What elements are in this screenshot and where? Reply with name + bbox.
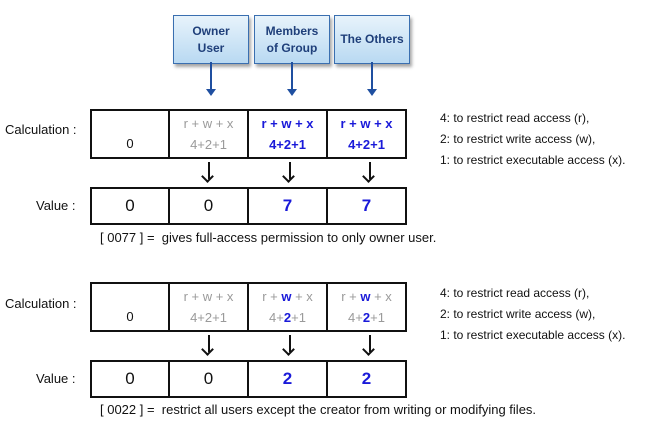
- down-arrow-icon: [289, 335, 291, 352]
- calc-sum: 4+2+1: [269, 310, 306, 325]
- calc-sum: 4+2+1: [269, 137, 306, 152]
- calc-cell-group: r + w + x 4+2+1: [247, 284, 326, 330]
- value-cell-owner: 0: [168, 362, 247, 396]
- calc-expr: r + w + x: [261, 116, 314, 131]
- down-arrow-icon: [208, 162, 210, 179]
- note-exec: 1: to restrict executable access (x).: [440, 328, 626, 342]
- value-row-1: 0 0 7 7: [90, 187, 407, 225]
- the-others-header: The Others: [334, 15, 410, 64]
- write-value: 2: [362, 310, 371, 325]
- calculation-label-2: Calculation :: [5, 296, 77, 311]
- owner-header-line1: Owner: [192, 23, 230, 38]
- calc-cell-others: r + w + x 4+2+1: [326, 111, 405, 157]
- calculation-row-1: 0 r + w + x 4+2+1 r + w + x 4+2+1 r + w …: [90, 109, 407, 159]
- calc-sum: 4+2+1: [348, 137, 385, 152]
- note-read: 4: to restrict read access (r),: [440, 111, 590, 125]
- write-bit: w: [281, 289, 292, 304]
- note-read: 4: to restrict read access (r),: [440, 286, 590, 300]
- calc-expr: r + w + x: [262, 289, 313, 304]
- value-cell-owner: 0: [168, 189, 247, 223]
- down-arrow-icon: [369, 162, 371, 179]
- value-cell-others: 7: [326, 189, 405, 223]
- calc-cell-owner: r + w + x 4+2+1: [168, 284, 247, 330]
- note-write: 2: to restrict write access (w),: [440, 307, 596, 321]
- calc-expr: r + w + x: [341, 289, 392, 304]
- calc-expr: r + w + x: [340, 116, 393, 131]
- value-cell-group: 2: [247, 362, 326, 396]
- note-write: 2: to restrict write access (w),: [440, 132, 596, 146]
- members-of-group-header: Members of Group: [254, 15, 330, 64]
- calc-sum: 4+2+1: [190, 310, 227, 325]
- value-cell-group: 7: [247, 189, 326, 223]
- calculation-row-2: 0 r + w + x 4+2+1 r + w + x 4+2+1 r + w …: [90, 282, 407, 332]
- write-bit: w: [360, 289, 371, 304]
- calc-expr: r + w + x: [183, 116, 234, 131]
- calc-cell-others: r + w + x 4+2+1: [326, 284, 405, 330]
- value-label-1: Value :: [36, 198, 76, 213]
- others-header-arrow: [367, 62, 377, 96]
- group-header-line2: of Group: [266, 40, 318, 55]
- caption-2: [ 0022 ] = restrict all users except the…: [100, 402, 537, 417]
- calc-cell-owner: r + w + x 4+2+1: [168, 111, 247, 157]
- value-cell-special: 0: [125, 369, 135, 388]
- owner-header-line2: User: [197, 40, 225, 55]
- caption-1: [ 0077 ] = gives full-access permission …: [100, 230, 437, 245]
- value-row-2: 0 0 2 2: [90, 360, 407, 398]
- value-label-2: Value :: [36, 371, 76, 386]
- calc-cell-special: 0: [92, 284, 168, 330]
- calc-expr: r + w + x: [183, 289, 234, 304]
- calc-zero: 0: [126, 309, 134, 324]
- owner-header-arrow: [206, 62, 216, 96]
- value-cell-others: 2: [326, 362, 405, 396]
- calc-cell-special: 0: [92, 111, 168, 157]
- note-exec: 1: to restrict executable access (x).: [440, 153, 626, 167]
- calc-zero: 0: [126, 136, 134, 151]
- calc-cell-group: r + w + x 4+2+1: [247, 111, 326, 157]
- others-header-label: The Others: [340, 32, 404, 46]
- down-arrow-icon: [369, 335, 371, 352]
- group-header-arrow: [287, 62, 297, 96]
- write-value: 2: [283, 310, 292, 325]
- down-arrow-icon: [208, 335, 210, 352]
- down-arrow-icon: [289, 162, 291, 179]
- group-header-line1: Members: [265, 23, 319, 38]
- calc-sum: 4+2+1: [190, 137, 227, 152]
- calculation-label-1: Calculation :: [5, 122, 77, 137]
- value-cell-special: 0: [125, 196, 135, 215]
- calc-sum: 4+2+1: [348, 310, 385, 325]
